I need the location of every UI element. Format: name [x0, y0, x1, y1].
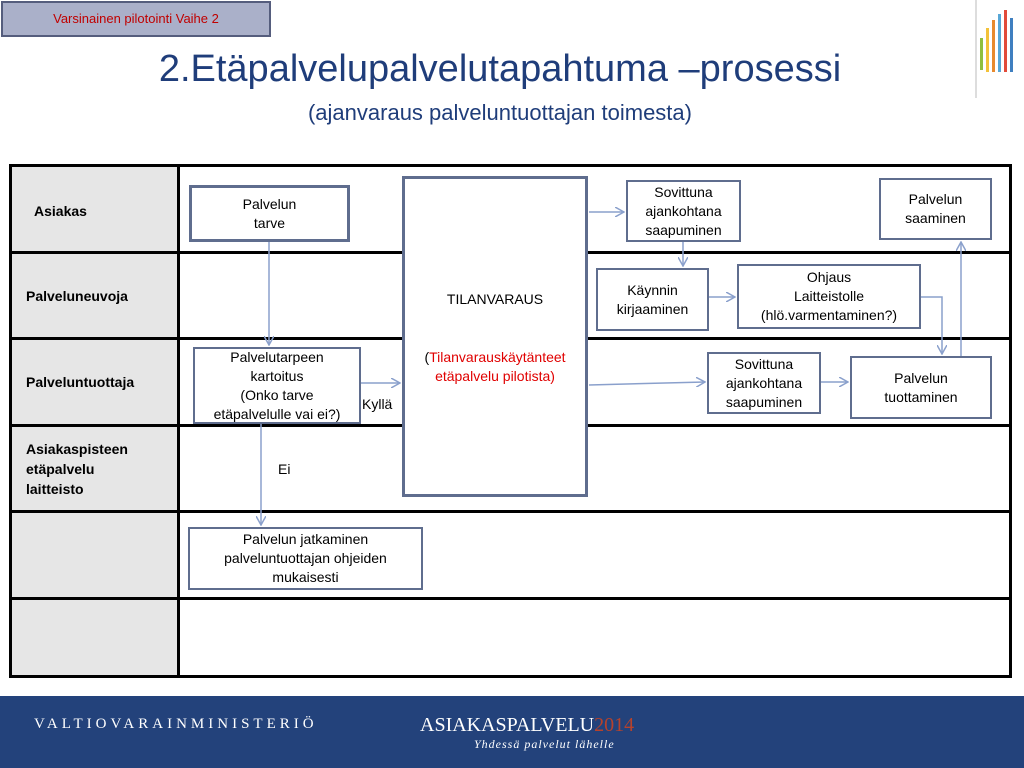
lane-label-palveluntuottaja: Palveluntuottaja	[26, 374, 135, 390]
lane-label-laitteisto: Asiakaspisteen etäpalvelu laitteisto	[26, 440, 128, 497]
kaynnin-kirjaaminen-box: Käynnin kirjaaminen	[596, 268, 709, 331]
status-tag: Varsinainen pilotointi Vaihe 2	[1, 1, 271, 37]
bar-logo-icon	[975, 0, 1013, 98]
decision-yes-label: Kyllä	[362, 396, 393, 412]
lane-label-palveluneuvoja: Palveluneuvoja	[26, 287, 128, 304]
swimlane-grid	[9, 164, 1012, 678]
lane-divider	[12, 597, 1009, 600]
sovittuna-saapuminen-asiakas-box: Sovittuna ajankohtana saapuminen	[626, 180, 741, 242]
brand-tagline: Yhdessä palvelut lähelle	[474, 737, 615, 751]
footer-bar	[0, 696, 1024, 768]
palvelun-jatkaminen-box: Palvelun jatkaminen palveluntuottajan oh…	[188, 527, 423, 590]
lane-label-divider	[177, 167, 180, 675]
palvelun-tarve-box: Palvelun tarve	[189, 185, 350, 242]
decision-no-label: Ei	[278, 461, 291, 477]
lane-label-asiakas: Asiakas	[34, 202, 87, 219]
tilanvaraus-title: TILANVARAUS	[446, 291, 544, 307]
ministry-logo-text: VALTIOVARAINMINISTERIÖ	[34, 716, 318, 732]
palvelun-tuottaminen-box: Palvelun tuottaminen	[850, 356, 992, 419]
palvelun-saaminen-box: Palvelun saaminen	[879, 178, 992, 240]
page-title: 2.Etäpalvelupalvelutapahtuma –prosessi	[158, 48, 842, 90]
tilanvaraus-note: (Tilanvarauskäytänteet etäpalvelu piloti…	[424, 349, 566, 384]
palvelutarpeen-kartoitus-box: Palvelutarpeen kartoitus (Onko tarve etä…	[193, 347, 361, 424]
ohjaus-laitteistolle-box: Ohjaus Laitteistolle (hlö.varmentaminen?…	[737, 264, 921, 329]
sovittuna-saapuminen-tuottaja-box: Sovittuna ajankohtana saapuminen	[707, 352, 821, 414]
page-subtitle: (ajanvaraus palveluntuottajan toimesta)	[307, 100, 692, 125]
tilanvaraus-note-red: Tilanvarauskäytänteet etäpalvelu pilotis…	[429, 349, 566, 384]
brand-year: 2014	[594, 714, 635, 736]
tilanvaraus-box	[402, 176, 588, 497]
lane-divider	[12, 510, 1009, 513]
brand-logo: ASIAKASPALVELU2014	[420, 714, 635, 736]
